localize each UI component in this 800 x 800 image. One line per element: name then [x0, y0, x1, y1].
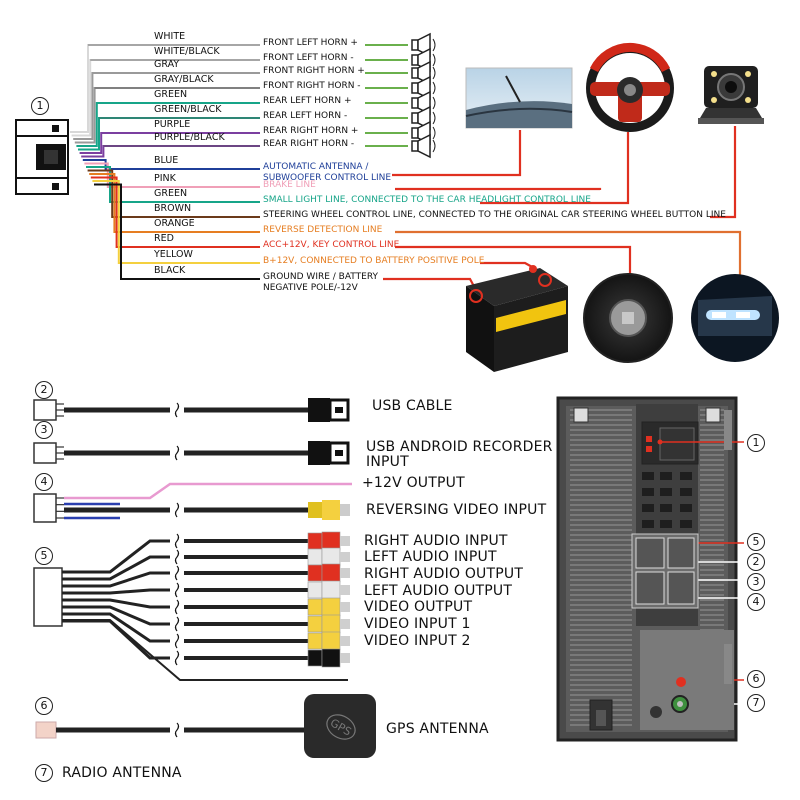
- plus12v-output-label: +12V OUTPUT: [362, 475, 465, 491]
- wire-function-8-line2: SUBWOOFER CONTROL LINE: [263, 173, 392, 183]
- cable-5-label-4: VIDEO OUTPUT: [364, 599, 473, 615]
- wire-function-15: GROUND WIRE / BATTERY: [263, 272, 379, 282]
- wire-name-15: BLACK: [154, 265, 186, 276]
- cable-7-number: 7: [35, 764, 53, 782]
- wire-12: [89, 173, 260, 233]
- cable-5-label-0: RIGHT AUDIO INPUT: [364, 533, 508, 549]
- radio-antenna-label: RADIO ANTENNA: [62, 765, 182, 781]
- steering-wheel-photo: [586, 43, 674, 132]
- wire-name-6: PURPLE: [154, 119, 191, 130]
- wire-name-12: ORANGE: [154, 218, 195, 229]
- panel-callout-3: 3: [747, 573, 765, 591]
- cable-3-number: 3: [35, 421, 53, 439]
- cable-5-number: 5: [35, 547, 53, 565]
- car-antenna-photo: [465, 67, 573, 129]
- wire-name-8: BLUE: [154, 155, 179, 166]
- wire-function-6: REAR RIGHT HORN +: [263, 126, 359, 136]
- cable-4-number: 4: [35, 473, 53, 491]
- wire-name-3: GRAY/BLACK: [154, 74, 214, 85]
- wire-name-14: YELLOW: [154, 249, 193, 260]
- wire-14: [92, 180, 260, 264]
- usb-recorder-label: USB ANDROID RECORDER: [366, 439, 553, 455]
- wire-function-10: SMALL LIGHT LINE, CONNECTED TO THE CAR H…: [263, 195, 591, 205]
- panel-callout-2: 2: [747, 553, 765, 571]
- cable-5-label-5: VIDEO INPUT 1: [364, 616, 471, 632]
- wire-function-8: AUTOMATIC ANTENNA /: [263, 162, 369, 172]
- callout-lines: [383, 126, 742, 291]
- wire-2: [73, 72, 260, 140]
- panel-callout-6: 7: [747, 694, 765, 712]
- wire-function-13: ACC+12V, KEY CONTROL LINE: [263, 240, 400, 250]
- harness-wires: [70, 44, 260, 280]
- callout-line-5: [480, 261, 535, 269]
- cable-5-label-2: RIGHT AUDIO OUTPUT: [364, 566, 524, 582]
- wire-name-1: WHITE/BLACK: [154, 46, 220, 57]
- wire-function-7: REAR RIGHT HORN -: [263, 139, 355, 149]
- wire-function-3: FRONT RIGHT HORN -: [263, 81, 361, 91]
- wire-13: [90, 176, 260, 248]
- wire-function-5: REAR LEFT HORN -: [263, 111, 348, 121]
- reversing-video-input-label: REVERSING VIDEO INPUT: [366, 502, 547, 518]
- accessory-cables: GPS: [33, 398, 376, 758]
- wire-4: [76, 102, 260, 147]
- speaker-icon: [411, 133, 436, 159]
- callout-line-6: [383, 277, 477, 291]
- panel-callout-1: 5: [747, 533, 765, 551]
- harness-number: 1: [31, 97, 49, 115]
- usb-cable-label: USB CABLE: [372, 398, 453, 414]
- usb-recorder-label-line2: INPUT: [366, 454, 409, 470]
- panel-callout-5: 6: [747, 670, 765, 688]
- wire-function-1: FRONT LEFT HORN -: [263, 53, 354, 63]
- wire-name-2: GRAY: [154, 59, 180, 70]
- wire-15: [94, 183, 260, 280]
- wire-name-4: GREEN: [154, 89, 188, 100]
- wire-function-14: B+12V, CONNECTED TO BATTERY POSITIVE POL…: [263, 256, 485, 266]
- headlight-photo: [691, 274, 779, 362]
- panel-callout-0: 1: [747, 434, 765, 452]
- wire-name-9: PINK: [154, 173, 176, 184]
- wire-function-12: REVERSE DETECTION LINE: [263, 225, 383, 235]
- battery-photo: [466, 265, 568, 372]
- gps-antenna-label: GPS ANTENNA: [386, 721, 489, 737]
- cable-5-label-1: LEFT AUDIO INPUT: [364, 549, 497, 565]
- callout-line-4: [395, 245, 632, 274]
- speaker-icons: [365, 32, 436, 159]
- ignition-key-photo: [583, 273, 673, 363]
- wire-function-11: STEERING WHEEL CONTROL LINE, CONNECTED T…: [263, 210, 726, 220]
- callout-line-2: [710, 126, 737, 219]
- wire-function-0: FRONT LEFT HORN +: [263, 38, 358, 48]
- rear-panel: [556, 396, 744, 742]
- callout-line-3: [395, 230, 742, 276]
- wire-function-4: REAR LEFT HORN +: [263, 96, 352, 106]
- wire-11: [87, 169, 260, 218]
- wire-name-11: BROWN: [154, 203, 192, 214]
- panel-callout-4: 4: [747, 593, 765, 611]
- callout-line-0: [392, 130, 522, 177]
- harness-connector: [15, 119, 69, 195]
- wire-name-13: RED: [154, 233, 174, 244]
- rear-camera-photo: [698, 66, 764, 124]
- wire-6: [79, 132, 260, 154]
- wire-9: [84, 162, 260, 188]
- wire-name-7: PURPLE/BLACK: [154, 132, 225, 143]
- cable-5-label-6: VIDEO INPUT 2: [364, 633, 471, 649]
- cable-5-label-3: LEFT AUDIO OUTPUT: [364, 583, 513, 599]
- wire-name-5: GREEN/BLACK: [154, 104, 222, 115]
- wire-name-10: GREEN: [154, 188, 188, 199]
- callout-line-1: [395, 132, 630, 205]
- cable-2-number: 2: [35, 381, 53, 399]
- wire-function-9: BRAKE LINE: [263, 180, 316, 190]
- wire-name-0: WHITE: [154, 31, 186, 42]
- cable-6-number: 6: [35, 697, 53, 715]
- wire-function-15-line2: NEGATIVE POLE/-12V: [263, 283, 358, 293]
- wire-function-2: FRONT RIGHT HORN +: [263, 66, 365, 76]
